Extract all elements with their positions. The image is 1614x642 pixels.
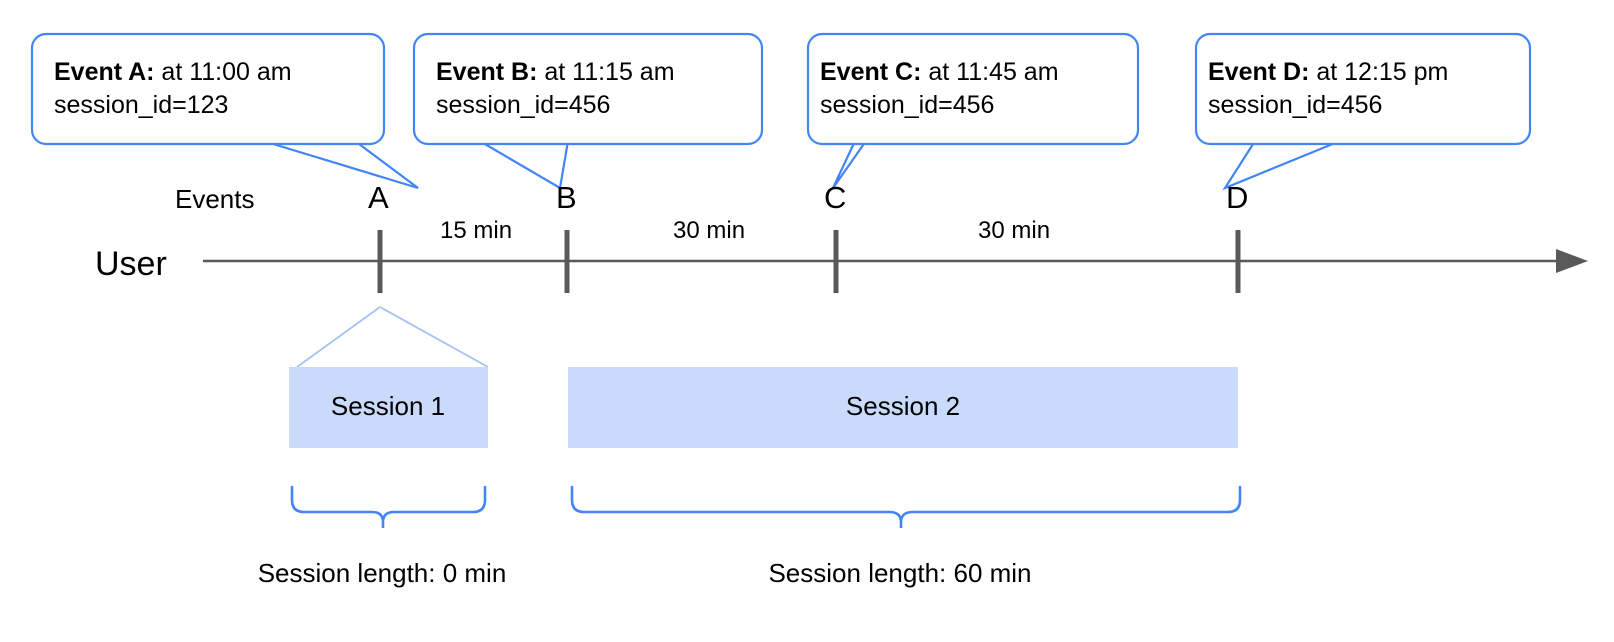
user-row-label: User xyxy=(95,245,167,283)
callout-line2-c: session_id=456 xyxy=(820,91,994,119)
timeline-arrowhead xyxy=(1556,249,1588,273)
callout-line1-b: Event B: at 11:15 am xyxy=(436,58,675,86)
callout-tail-a xyxy=(259,138,419,190)
callout-box-c xyxy=(806,32,1140,146)
callout-event-d: Event D: at 12:15 pm session_id=456 xyxy=(1194,32,1532,191)
callout-line2-a: session_id=123 xyxy=(54,91,228,119)
callout-line1-c: Event C: at 11:45 am xyxy=(820,58,1059,86)
event-letter-b: B xyxy=(556,180,577,215)
callout-lead-d: Event D: xyxy=(1208,58,1309,86)
brace-session-2 xyxy=(570,485,1242,528)
session-length-label-2: Session length: 60 min xyxy=(768,558,1031,588)
callout-line1-d: Event D: at 12:15 pm xyxy=(1208,58,1448,86)
session-bar-2 xyxy=(568,367,1238,448)
session1-funnel-right xyxy=(379,306,489,368)
callout-line2-d: session_id=456 xyxy=(1208,91,1382,119)
callout-time-d: at 12:15 pm xyxy=(1309,58,1448,86)
callout-line1-a: Event A: at 11:00 am xyxy=(54,58,292,86)
event-letter-c: C xyxy=(824,180,846,215)
callout-box-b xyxy=(412,32,764,146)
callout-line2-b: session_id=456 xyxy=(436,91,610,119)
callout-tail-b xyxy=(473,138,570,190)
callout-lead-c: Event C: xyxy=(820,58,921,86)
brace-session-1 xyxy=(290,485,487,528)
event-letter-d: D xyxy=(1226,180,1248,215)
callout-time-b: at 11:15 am xyxy=(537,58,674,86)
gap-label-a-b: 15 min xyxy=(440,217,512,244)
callout-lead-b: Event B: xyxy=(436,58,537,86)
session-label-2: Session 2 xyxy=(846,391,960,421)
callout-lead-a: Event A: xyxy=(54,58,154,86)
callout-event-c: Event C: at 11:45 am session_id=456 xyxy=(806,32,1140,189)
callout-time-c: at 11:45 am xyxy=(921,58,1058,86)
gap-label-b-c: 30 min xyxy=(673,217,745,244)
callout-event-a: Event A: at 11:00 am session_id=123 xyxy=(30,32,419,190)
session-label-1: Session 1 xyxy=(331,391,445,421)
callout-box-a xyxy=(30,32,386,146)
gap-label-c-d: 30 min xyxy=(978,217,1050,244)
callout-time-a: at 11:00 am xyxy=(154,58,291,86)
events-row-label: Events xyxy=(175,184,255,214)
callout-box-d xyxy=(1194,32,1532,146)
session1-funnel-left xyxy=(296,306,381,368)
session-length-label-1: Session length: 0 min xyxy=(258,558,507,588)
callout-event-b: Event B: at 11:15 am session_id=456 xyxy=(412,32,764,190)
event-letter-a: A xyxy=(368,180,389,215)
session-bar-1 xyxy=(289,367,488,448)
